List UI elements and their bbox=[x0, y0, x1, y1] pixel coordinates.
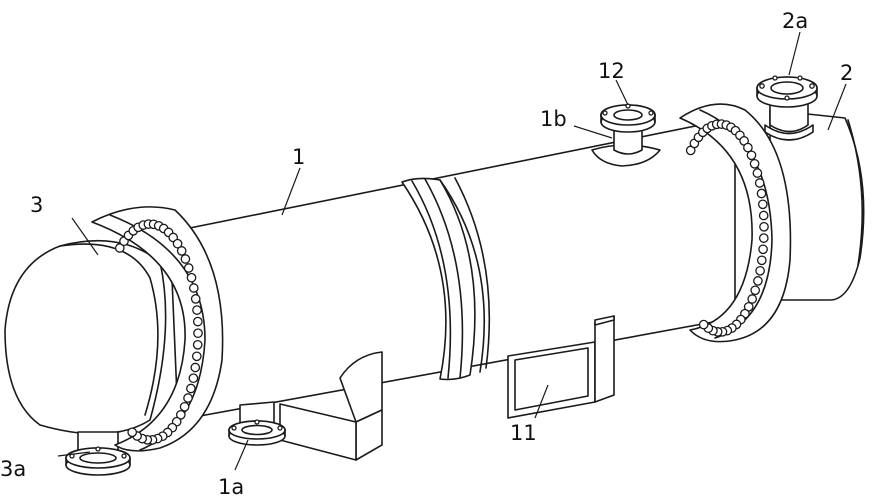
flange-bolt bbox=[754, 178, 765, 188]
flange-bolt bbox=[114, 243, 125, 253]
left-flange bbox=[91, 206, 224, 452]
flange-bolt bbox=[758, 233, 769, 243]
nozzle-2a bbox=[756, 75, 818, 141]
flange-bolt bbox=[188, 283, 199, 293]
expansion-ring bbox=[401, 177, 491, 381]
flange-bolt bbox=[172, 238, 183, 249]
flange-bolt bbox=[183, 263, 194, 273]
flange-bolt bbox=[755, 265, 765, 276]
right-saddle-11 bbox=[507, 315, 615, 419]
flange-bolt bbox=[743, 142, 753, 153]
label-3: 3 bbox=[30, 193, 43, 217]
flange-bolt bbox=[176, 246, 187, 256]
flange-bolt bbox=[749, 158, 760, 169]
flange-bolt bbox=[193, 328, 203, 339]
flange-bolt bbox=[758, 210, 769, 221]
flange-bolt bbox=[757, 199, 768, 210]
flange-bolt bbox=[190, 294, 201, 304]
flange-bolt bbox=[750, 285, 761, 296]
flange-bolt bbox=[186, 383, 196, 394]
right-flange-bolt-ring bbox=[685, 119, 769, 337]
label-3a: 3a bbox=[0, 457, 26, 481]
label-2: 2 bbox=[840, 61, 853, 85]
flange-bolt bbox=[747, 294, 758, 304]
flange-bolt bbox=[746, 150, 757, 161]
flange-bolt bbox=[191, 351, 202, 362]
flange-bolt bbox=[180, 254, 191, 264]
label-1a: 1a bbox=[218, 475, 244, 499]
right-flange bbox=[679, 103, 792, 343]
label-12: 12 bbox=[598, 59, 625, 83]
label-11: 11 bbox=[510, 421, 537, 445]
leader-lines bbox=[57, 31, 847, 471]
part-labels: 1 3 3a 1a 11 1b 12 2a 2 bbox=[0, 9, 853, 499]
flange-bolt bbox=[190, 362, 201, 373]
left-flange-bolt-ring bbox=[114, 219, 203, 445]
flange-bolt bbox=[192, 339, 203, 350]
flange-bolt bbox=[756, 255, 767, 266]
flange-bolt bbox=[179, 401, 190, 412]
right-head-2 bbox=[769, 109, 865, 301]
flange-bolt bbox=[192, 316, 203, 327]
flange-bolt bbox=[759, 221, 769, 232]
flange-bolt bbox=[756, 188, 767, 199]
flange-bolt bbox=[186, 272, 197, 283]
flange-bolt bbox=[127, 427, 138, 438]
flange-bolt bbox=[192, 305, 202, 315]
nozzle-1b bbox=[591, 103, 661, 167]
flange-bolt bbox=[753, 276, 763, 286]
label-1b: 1b bbox=[540, 107, 567, 131]
flange-bolt bbox=[752, 168, 763, 178]
left-head-3 bbox=[4, 239, 167, 435]
left-saddle bbox=[279, 351, 383, 461]
flange-bolt bbox=[758, 244, 768, 255]
label-2a: 2a bbox=[782, 9, 808, 33]
flange-bolt bbox=[698, 319, 709, 330]
flange-bolt bbox=[183, 393, 193, 403]
nozzle-1a bbox=[228, 401, 286, 446]
flange-bolt bbox=[175, 409, 186, 420]
flange-bolt bbox=[188, 373, 199, 384]
label-1: 1 bbox=[292, 145, 305, 169]
